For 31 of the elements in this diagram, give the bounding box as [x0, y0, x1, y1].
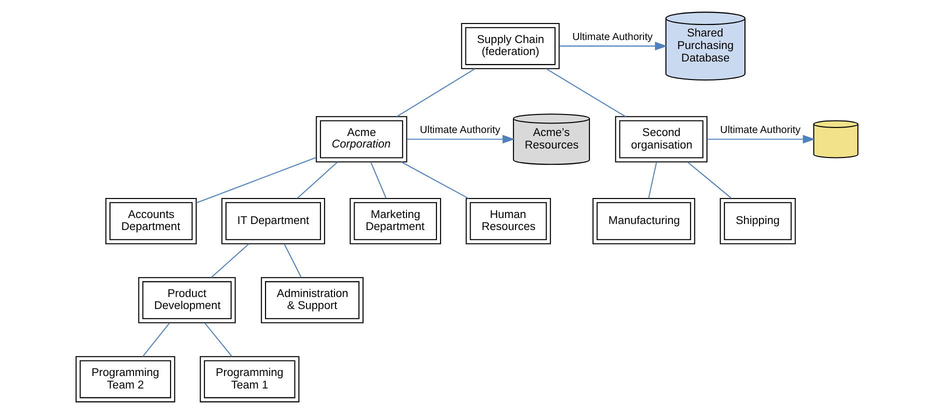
connector: [370, 162, 387, 198]
node-box: Second organisation: [615, 116, 708, 162]
edge-label: Ultimate Authority: [720, 125, 801, 136]
connector: [196, 157, 316, 204]
connector: [687, 162, 732, 199]
node-box: IT Department: [221, 198, 326, 244]
edge-label: Ultimate Authority: [572, 32, 653, 43]
node-box: Acme Corporation: [316, 116, 408, 162]
node-box: Manufacturing: [592, 198, 696, 244]
connector: [142, 322, 170, 357]
connector: [401, 161, 469, 199]
node-box: Administration & Support: [260, 277, 364, 324]
connector: [546, 68, 626, 118]
node-box: Product Development: [138, 277, 236, 324]
node-box: Shipping: [720, 198, 796, 244]
connector: [210, 244, 250, 278]
node-box: Accounts Department: [105, 198, 197, 244]
connector: [396, 68, 476, 118]
node-box: Programming Team 2: [76, 356, 176, 402]
node-box: Marketing Department: [350, 198, 442, 244]
connector: [648, 162, 658, 198]
connector: [204, 322, 232, 357]
node-box: Supply Chain (federation): [461, 22, 560, 70]
connector: [284, 244, 302, 278]
arrow: [707, 134, 816, 144]
arrow: [407, 134, 515, 144]
edge-label: Ultimate Authority: [420, 125, 500, 136]
arrow: [560, 42, 668, 50]
node-box: Human Resources: [466, 198, 551, 244]
connector: [296, 162, 338, 199]
node-box: Programming Team 1: [200, 356, 300, 402]
